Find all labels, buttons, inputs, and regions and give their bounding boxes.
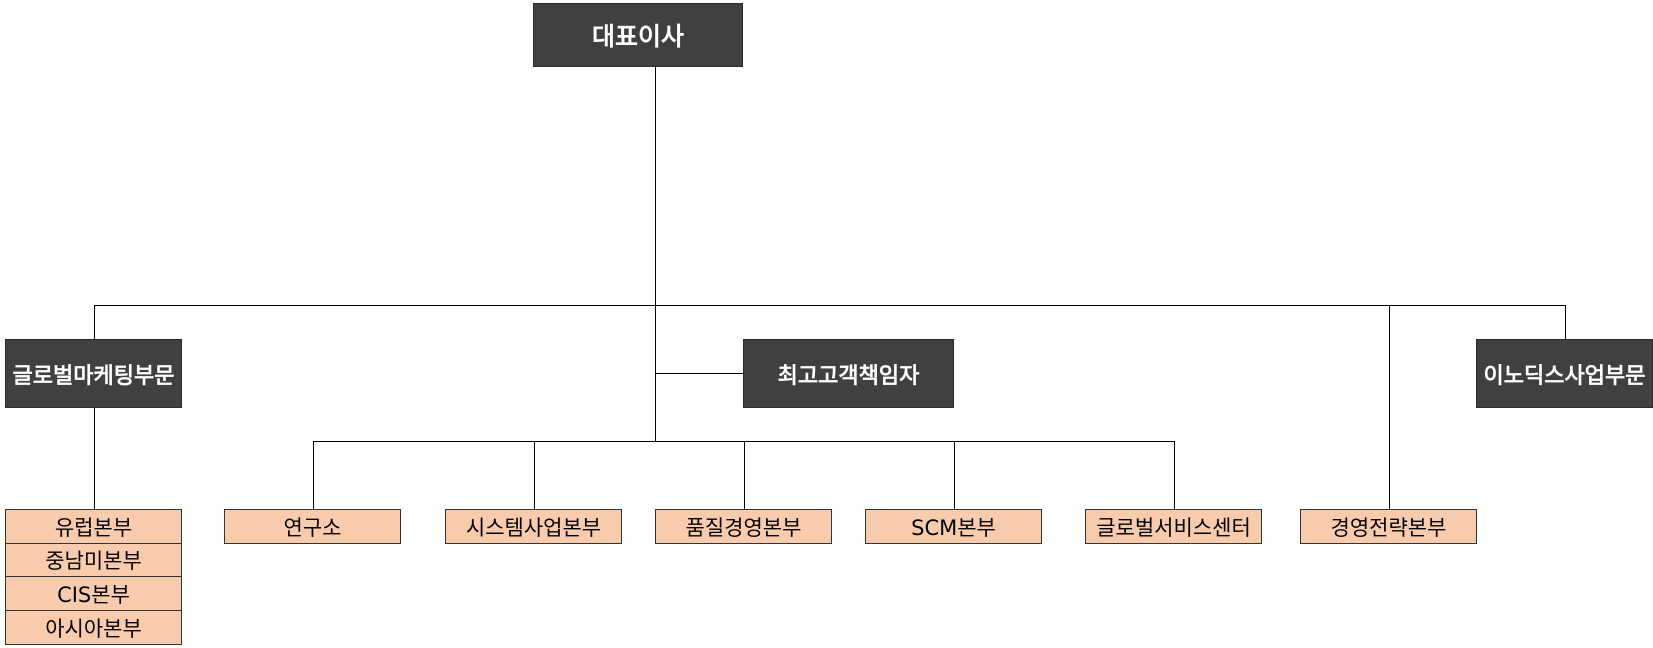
- connector-strategy-drop: [1389, 305, 1390, 510]
- connector-unit-drop-3: [744, 441, 745, 510]
- unit-system-business-box: 시스템사업본부: [445, 509, 622, 544]
- unit-scm-box: SCM본부: [865, 509, 1042, 544]
- connector-cco-branch: [655, 373, 744, 374]
- unit-management-strategy-box: 경영전략본부: [1300, 509, 1477, 544]
- unit-research-lab-box: 연구소: [224, 509, 401, 544]
- connector-global-marketing-down: [94, 407, 95, 510]
- connector-cco-units-bus: [313, 441, 1174, 442]
- connector-global-marketing-drop: [94, 305, 95, 340]
- unit-cis-box: CIS본부: [5, 576, 182, 611]
- ceo-box: 대표이사: [533, 3, 743, 67]
- unit-global-service-center-box: 글로벌서비스센터: [1085, 509, 1262, 544]
- connector-unit-drop-4: [954, 441, 955, 510]
- unit-europe-box: 유럽본부: [5, 509, 182, 544]
- connector-division-bus: [94, 305, 1565, 306]
- connector-innodix-drop: [1565, 305, 1566, 340]
- connector-unit-drop-2: [534, 441, 535, 510]
- innodix-division-box: 이노딕스사업부문: [1476, 339, 1653, 408]
- unit-quality-management-box: 품질경영본부: [655, 509, 832, 544]
- connector-unit-drop-1: [313, 441, 314, 510]
- connector-ceo-trunk: [655, 66, 656, 441]
- unit-asia-box: 아시아본부: [5, 610, 182, 645]
- global-marketing-division-box: 글로벌마케팅부문: [5, 339, 182, 408]
- unit-latin-america-box: 중남미본부: [5, 543, 182, 577]
- connector-unit-drop-5: [1174, 441, 1175, 510]
- cco-box: 최고고객책임자: [743, 339, 954, 408]
